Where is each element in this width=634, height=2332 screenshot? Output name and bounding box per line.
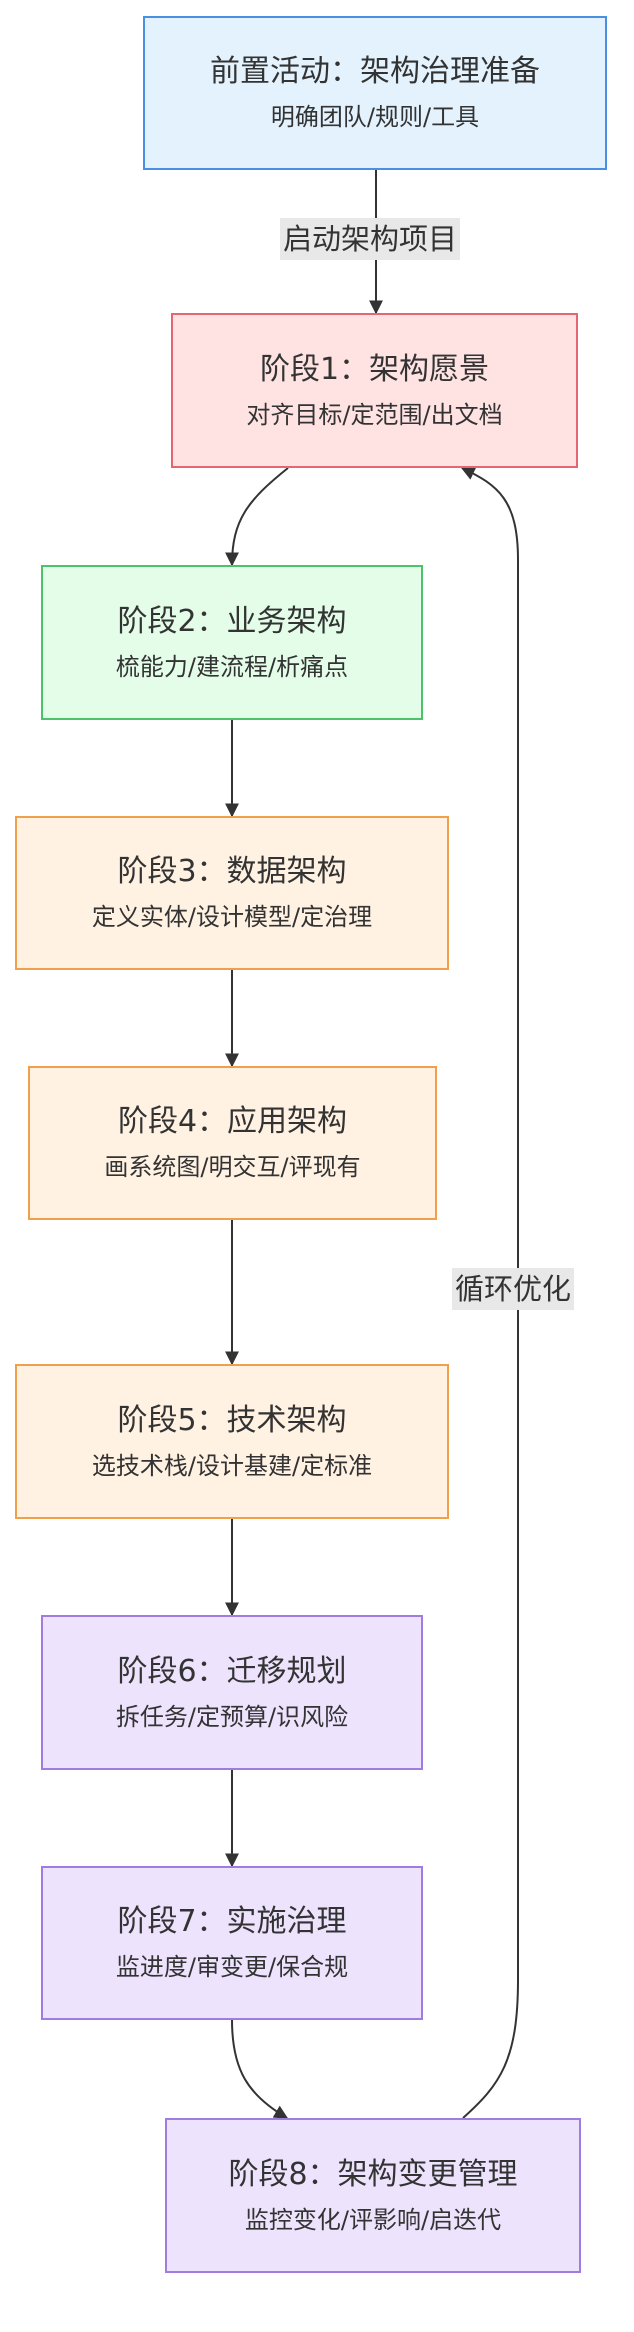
node-stage-5-subtitle: 选技术栈/设计基建/定标准 bbox=[91, 1451, 373, 1480]
node-stage-3-title: 阶段3：数据架构 bbox=[117, 854, 347, 889]
node-stage-8: 阶段8：架构变更管理 监控变化/评影响/启迭代 bbox=[165, 2118, 581, 2273]
node-pre-activity-subtitle: 明确团队/规则/工具 bbox=[270, 103, 480, 131]
node-stage-5: 阶段5：技术架构 选技术栈/设计基建/定标准 bbox=[15, 1364, 449, 1519]
node-pre-activity: 前置活动：架构治理准备 明确团队/规则/工具 bbox=[143, 16, 607, 170]
node-stage-1-title: 阶段1：架构愿景 bbox=[259, 351, 490, 387]
node-stage-1-subtitle: 对齐目标/定范围/出文档 bbox=[246, 400, 503, 429]
node-stage-7-subtitle: 监进度/审变更/保合规 bbox=[115, 1953, 349, 1981]
edge-s7-to-s8 bbox=[231, 2019, 289, 2119]
node-pre-activity-title: 前置活动：架构治理准备 bbox=[210, 54, 540, 89]
edge-s8-to-s1-loop bbox=[460, 467, 519, 2119]
edge-label-start-project: 启动架构项目 bbox=[280, 218, 461, 260]
node-stage-4-subtitle: 画系统图/明交互/评现有 bbox=[104, 1153, 361, 1181]
node-stage-3-subtitle: 定义实体/设计模型/定治理 bbox=[91, 903, 373, 931]
node-stage-4: 阶段4：应用架构 画系统图/明交互/评现有 bbox=[28, 1066, 437, 1220]
node-stage-2-title: 阶段2：业务架构 bbox=[117, 603, 347, 639]
node-stage-6-title: 阶段6：迁移规划 bbox=[117, 1653, 347, 1689]
node-stage-6: 阶段6：迁移规划 拆任务/定预算/识风险 bbox=[41, 1615, 423, 1770]
node-stage-8-subtitle: 监控变化/评影响/启迭代 bbox=[244, 2205, 502, 2234]
node-stage-7: 阶段7：实施治理 监进度/审变更/保合规 bbox=[41, 1866, 423, 2020]
node-stage-3: 阶段3：数据架构 定义实体/设计模型/定治理 bbox=[15, 816, 449, 970]
edge-s1-to-s2 bbox=[225, 467, 289, 567]
node-stage-6-subtitle: 拆任务/定预算/识风险 bbox=[115, 1702, 349, 1731]
node-stage-2: 阶段2：业务架构 梳能力/建流程/析痛点 bbox=[41, 565, 423, 720]
node-stage-7-title: 阶段7：实施治理 bbox=[117, 1904, 347, 1939]
node-stage-2-subtitle: 梳能力/建流程/析痛点 bbox=[115, 652, 349, 681]
node-stage-1: 阶段1：架构愿景 对齐目标/定范围/出文档 bbox=[171, 313, 578, 468]
node-stage-8-title: 阶段8：架构变更管理 bbox=[228, 2156, 518, 2192]
edge-label-loop-optimize: 循环优化 bbox=[452, 1268, 575, 1310]
node-stage-4-title: 阶段4：应用架构 bbox=[117, 1104, 348, 1139]
node-stage-5-title: 阶段5：技术架构 bbox=[117, 1402, 347, 1438]
